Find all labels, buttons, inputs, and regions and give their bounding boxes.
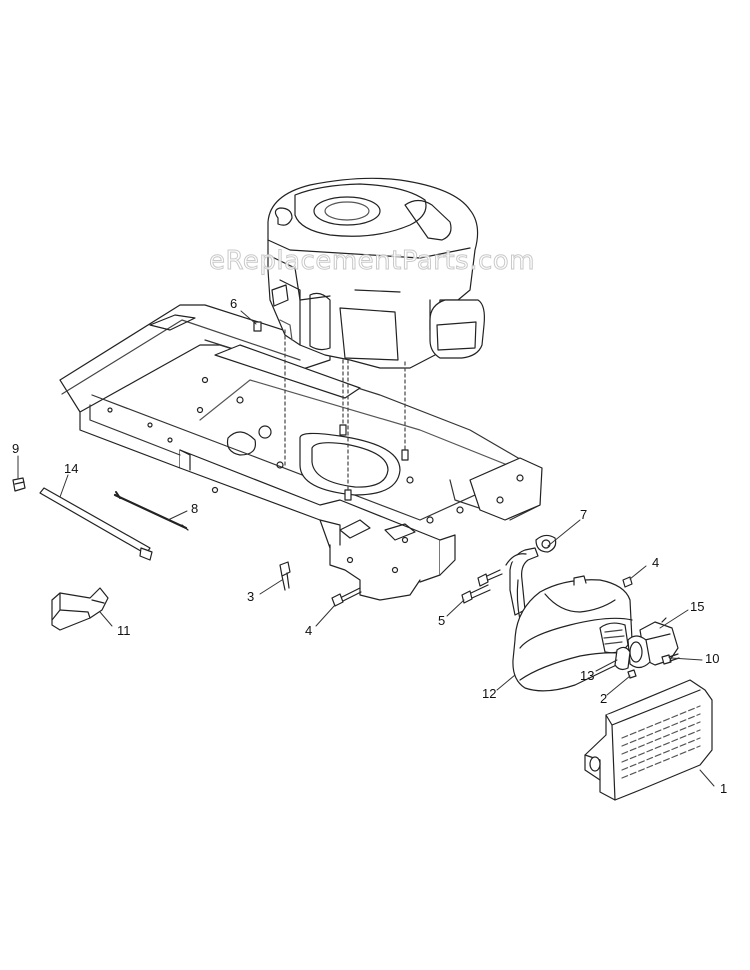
engine [267,177,485,369]
part-14-rod [39,487,153,561]
part-9-nut [12,477,26,492]
callout-14: 14 [64,461,79,476]
callout-5: 5 [438,613,446,628]
callout-9: 9 [12,441,20,456]
part-12-muffler [512,575,633,692]
callout-4a: 4 [305,623,313,638]
callout-10: 10 [705,651,720,666]
callout-13: 13 [580,668,595,683]
part-7-gasket [535,534,557,553]
callout-2: 2 [600,691,608,706]
part-13-gasket [614,646,631,671]
part-6-pin [253,321,262,332]
part-15-screen [627,617,679,669]
callout-15: 15 [690,599,705,614]
part-8-rod [113,491,189,531]
chassis-frame [59,304,543,601]
callout-8: 8 [191,501,199,516]
part-1-guard [584,679,713,801]
part-10-screw [661,653,680,665]
callout-7: 7 [580,507,588,522]
leader-lines [17,310,715,787]
callout-11: 11 [117,623,131,638]
callout-1: 1 [720,781,728,796]
mount-studs [339,424,409,501]
part-4a-bolt [331,587,362,607]
part-5-bolts [461,569,503,604]
callout-3: 3 [247,589,255,604]
callout-4b: 4 [652,555,660,570]
callout-6: 6 [230,296,238,311]
part-3-bolt [279,561,291,591]
callout-12: 12 [482,686,497,701]
watermark: eReplacementParts.com [208,246,535,277]
mount-leaders [284,329,406,491]
part-4b-screw [622,576,633,588]
part-11-shield [51,587,109,631]
